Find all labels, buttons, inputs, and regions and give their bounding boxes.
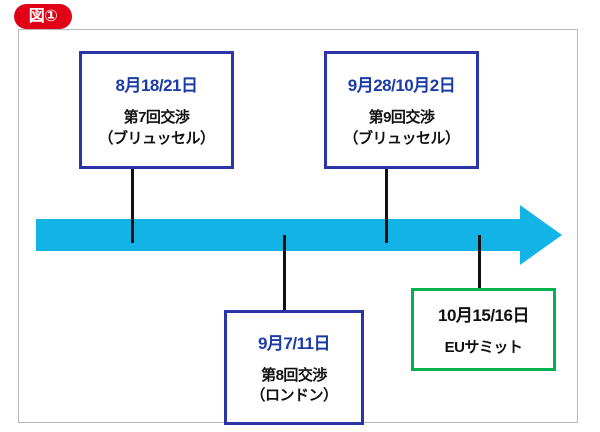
event-title-round-9: 第9回交渉 xyxy=(368,109,435,127)
event-location-round-8: （ロンドン） xyxy=(250,387,338,404)
event-box-round-7[interactable]: 8月18/21日 第7回交渉 （ブリュッセル） xyxy=(79,51,234,169)
connector-stem-round-7 xyxy=(131,168,134,243)
connector-stem-round-9 xyxy=(385,168,388,243)
timeline-arrow-bar xyxy=(36,219,526,251)
event-date-round-9: 9月28/10月2日 xyxy=(347,76,456,96)
event-body-round-9: 第9回交渉 （ブリュッセル） xyxy=(343,108,460,149)
event-body-round-7: 第7回交渉 （ブリュッセル） xyxy=(98,108,215,149)
connector-stem-eu-summit xyxy=(478,235,481,288)
event-title-round-8: 第8回交渉 xyxy=(261,366,327,384)
figure-number-badge: 図① xyxy=(14,4,72,29)
event-title-round-7: 第7回交渉 xyxy=(123,109,190,127)
event-box-round-8[interactable]: 9月7/11日 第8回交渉 （ロンドン） xyxy=(224,310,364,425)
event-box-eu-summit[interactable]: 10月15/16日 EUサミット xyxy=(411,288,556,371)
event-location-round-9: （ブリュッセル） xyxy=(343,129,460,147)
timeline-arrow-head xyxy=(520,205,562,265)
event-body-eu-summit: EUサミット xyxy=(445,338,523,358)
event-date-round-8: 9月7/11日 xyxy=(257,333,331,353)
figure-frame: 8月18/21日 第7回交渉 （ブリュッセル） 9月28/10月2日 第9回交渉… xyxy=(18,29,578,425)
event-title-eu-summit: EUサミット xyxy=(444,338,523,356)
connector-stem-round-8 xyxy=(283,235,286,310)
event-location-round-7: （ブリュッセル） xyxy=(98,129,215,147)
event-date-eu-summit: 10月15/16日 xyxy=(438,305,529,325)
event-date-round-7: 8月18/21日 xyxy=(115,76,199,96)
event-box-round-9[interactable]: 9月28/10月2日 第9回交渉 （ブリュッセル） xyxy=(324,51,479,169)
event-body-round-8: 第8回交渉 （ロンドン） xyxy=(250,366,338,407)
